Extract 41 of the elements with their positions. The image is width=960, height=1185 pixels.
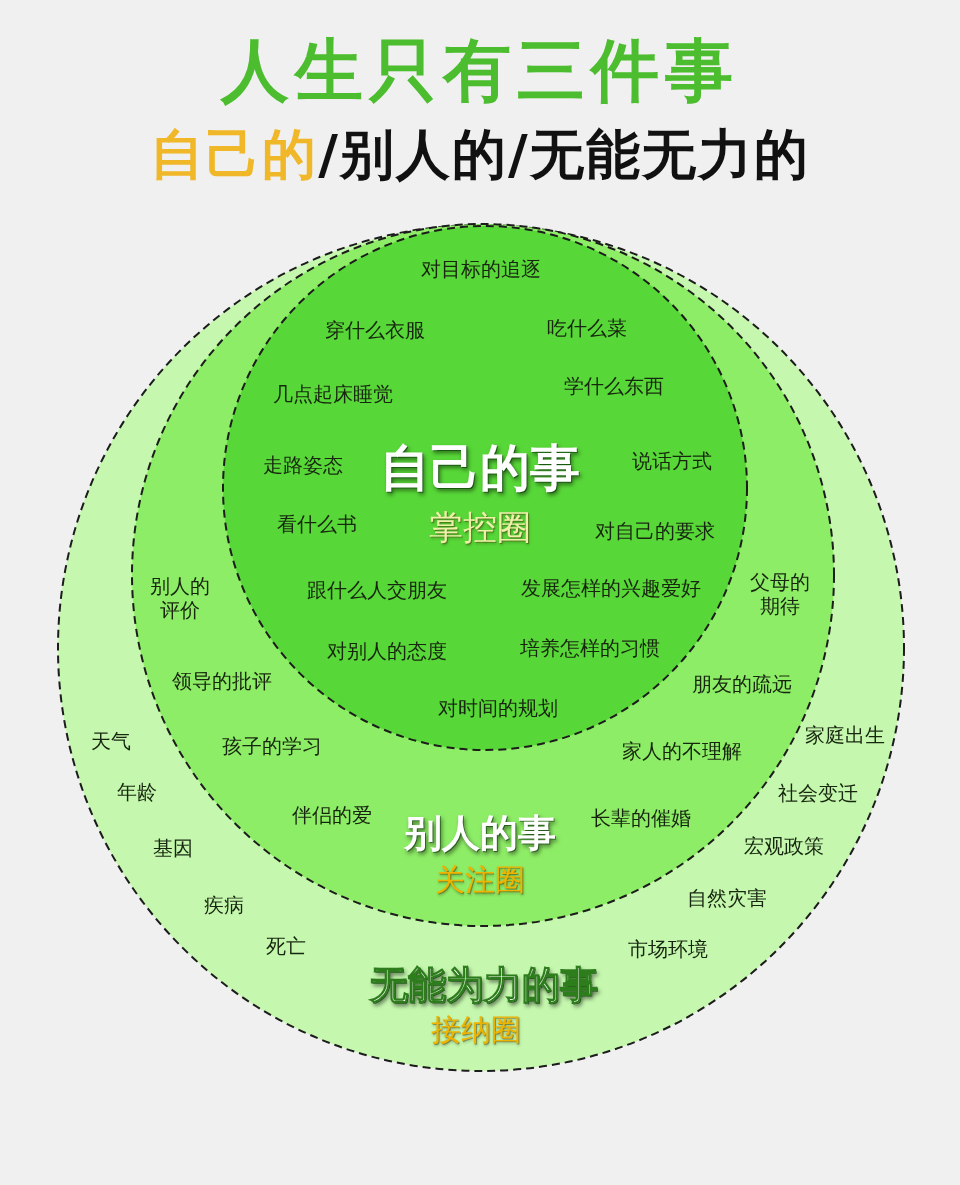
item-text: 几点起床睡觉 <box>273 382 393 406</box>
item-text: 看什么书 <box>277 512 357 536</box>
item-text: 走路姿态 <box>263 453 343 477</box>
item-text: 跟什么人交朋友 <box>307 578 447 602</box>
item-text: 穿什么衣服 <box>325 318 425 342</box>
item-text: 死亡 <box>266 934 306 958</box>
item-text: 伴侣的爱 <box>292 803 372 827</box>
item-text: 社会变迁 <box>778 781 858 805</box>
item-text: 对目标的追逐 <box>421 257 541 281</box>
item-text: 市场环境 <box>628 937 708 961</box>
item-text: 疾病 <box>204 893 244 917</box>
item-text: 父母的期待 <box>749 570 811 618</box>
item-text: 基因 <box>153 836 193 860</box>
item-text: 学什么东西 <box>564 374 664 398</box>
item-text: 对自己的要求 <box>595 519 715 543</box>
circle-heading: 自己的事 <box>380 438 580 498</box>
title-text: 人生只有三件事 <box>221 31 739 110</box>
item-text: 领导的批评 <box>172 669 272 693</box>
item-text: 自然灾害 <box>687 886 767 910</box>
circle-subheading: 接纳圈 <box>431 1012 521 1048</box>
item-text: 家庭出生 <box>805 723 885 747</box>
item-text: 宏观政策 <box>744 834 824 858</box>
subtitle-text: /别人的/无能无力的 <box>318 123 810 186</box>
item-text: 说话方式 <box>632 449 712 473</box>
subtitle-text: 自己的 <box>150 123 319 186</box>
item-text: 别人的评价 <box>149 574 211 622</box>
item-text: 吃什么菜 <box>547 316 627 340</box>
item-text: 年龄 <box>117 780 157 804</box>
item-text: 天气 <box>91 729 131 753</box>
circle-subheading: 关注圈 <box>435 862 525 898</box>
item-text: 培养怎样的习惯 <box>520 636 660 660</box>
circle-heading: 无能为力的事 <box>370 963 598 1009</box>
item-text: 长辈的催婚 <box>591 806 691 830</box>
circle-heading: 别人的事 <box>404 811 556 857</box>
circle-subheading: 掌控圈 <box>429 506 531 548</box>
item-text: 孩子的学习 <box>222 734 322 758</box>
item-text: 家人的不理解 <box>622 739 742 763</box>
item-text: 对别人的态度 <box>327 639 447 663</box>
item-text: 发展怎样的兴趣爱好 <box>521 576 701 600</box>
item-text: 朋友的疏远 <box>692 672 792 696</box>
item-text: 对时间的规划 <box>438 696 558 720</box>
